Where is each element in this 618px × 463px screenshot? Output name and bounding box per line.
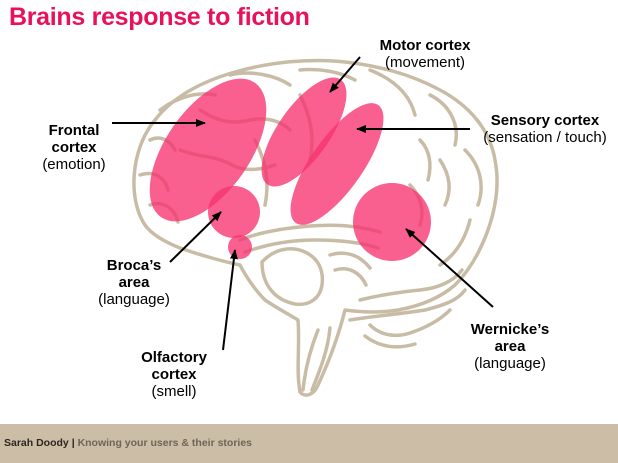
label-title: area: [494, 338, 526, 355]
label-function: (sensation / touch): [483, 129, 607, 146]
footer-text: Sarah Doody | Knowing your users & their…: [4, 437, 252, 449]
label-function: (language): [98, 291, 170, 308]
pointer-arrows: [112, 56, 494, 351]
broca-area-arrow: [169, 211, 222, 263]
brain-diagram: [112, 56, 499, 397]
label-function: (language): [474, 355, 546, 372]
footer-author: Sarah Doody: [4, 437, 69, 449]
label-broca-area: Broca’s area (language): [86, 257, 182, 308]
highlight-regions: [149, 77, 431, 261]
label-wernicke-area: Wernicke’s area (language): [460, 321, 560, 372]
olfactory-cortex-highlight: [228, 235, 252, 259]
wernicke-area-arrow: [405, 228, 494, 308]
label-title: cortex: [151, 366, 197, 383]
label-frontal-cortex: Frontal cortex (emotion): [30, 122, 118, 173]
label-motor-cortex: Motor cortex (movement): [365, 37, 485, 71]
label-olfactory-cortex: Olfactory cortex (smell): [130, 349, 218, 400]
label-function: (emotion): [42, 156, 106, 173]
frontal-cortex-highlight: [149, 78, 267, 222]
label-title: Frontal: [48, 122, 100, 139]
sensory-cortex-highlight: [290, 103, 384, 225]
label-title: Sensory cortex: [490, 112, 600, 129]
page-title: Brains response to fiction: [9, 3, 310, 31]
label-title: Motor cortex: [379, 37, 471, 54]
label-function: (smell): [151, 383, 197, 400]
motor-cortex-arrow: [329, 56, 361, 93]
broca-area-highlight: [208, 186, 260, 238]
wernicke-area-highlight: [353, 183, 431, 261]
label-title: Wernicke’s: [470, 321, 550, 338]
footer-bar: Sarah Doody | Knowing your users & their…: [0, 424, 618, 463]
label-sensory-cortex: Sensory cortex (sensation / touch): [472, 112, 618, 146]
label-function: (movement): [384, 54, 466, 71]
motor-cortex-highlight: [261, 77, 347, 187]
label-title: Olfactory: [141, 349, 207, 366]
label-title: Broca’s: [106, 257, 162, 274]
label-title: area: [118, 274, 150, 291]
label-title: cortex: [51, 139, 97, 156]
footer-subtitle: Knowing your users & their stories: [77, 437, 253, 449]
footer-separator: |: [71, 437, 75, 449]
olfactory-cortex-arrow: [222, 249, 238, 351]
